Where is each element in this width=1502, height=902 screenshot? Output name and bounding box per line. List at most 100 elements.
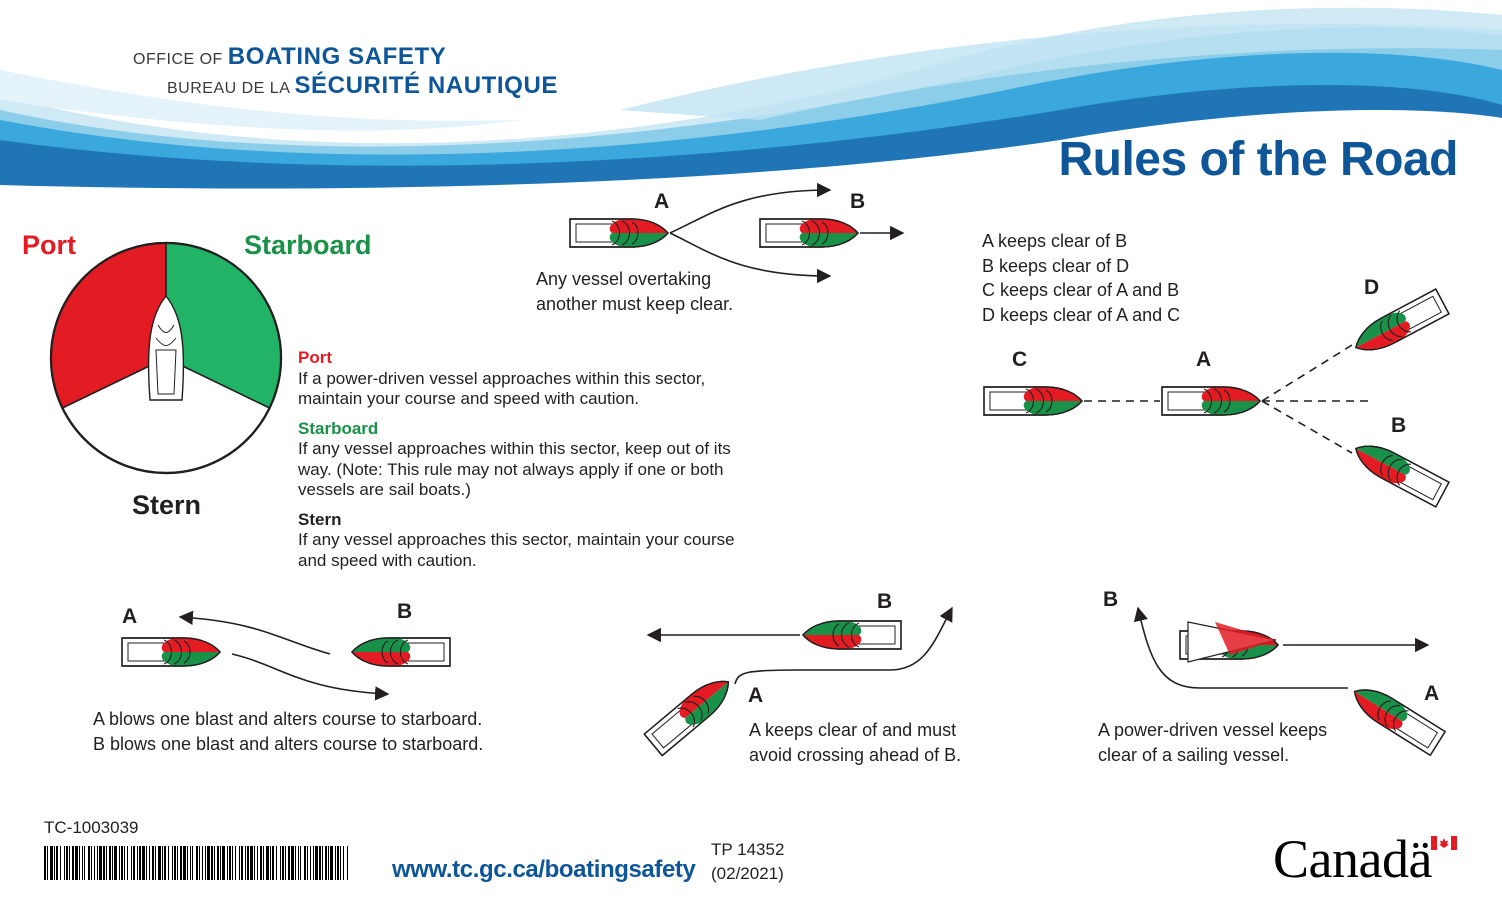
rule-text-starboard: If any vessel approaches within this sec… — [298, 439, 731, 499]
barcode-bar — [241, 846, 243, 880]
four-vessels-letter-a: A — [1196, 348, 1212, 371]
rule-heading-starboard: Starboard — [298, 418, 379, 438]
barcode-bar — [298, 846, 299, 880]
head-on-caption: A blows one blast and alters course to s… — [93, 709, 484, 754]
barcode-bar — [325, 846, 327, 880]
barcode-bar — [50, 846, 53, 880]
barcode-bar — [192, 846, 193, 880]
tp-number-block: TP 14352 (02/2021) — [711, 838, 784, 886]
barcode-bar — [44, 846, 46, 880]
head-on-letter-a: A — [122, 605, 138, 628]
four-vessels-diagram — [983, 288, 1450, 508]
barcode-bar — [84, 846, 85, 880]
overtaking-diagram — [569, 182, 905, 284]
four-vessels-letter-b: B — [1391, 414, 1407, 437]
barcode-bar — [162, 846, 163, 880]
barcode-bar — [168, 846, 169, 880]
barcode-bar — [272, 846, 274, 880]
barcode-bar — [211, 846, 213, 880]
barcode-bar — [239, 846, 240, 880]
barcode-bar — [337, 846, 339, 880]
overtaking-letter-b: B — [850, 190, 866, 213]
barcode-bar — [79, 846, 80, 880]
header-waves — [0, 0, 1502, 189]
barcode-bar — [60, 846, 61, 880]
barcode-bar — [307, 846, 308, 880]
barcode-bar — [137, 846, 138, 880]
barcode-bar — [66, 846, 68, 880]
office-name-en: BOATING SAFETY — [227, 43, 447, 70]
barcode-bar — [220, 846, 221, 880]
barcode-bar — [335, 846, 336, 880]
sailing-diagram — [1133, 606, 1446, 757]
barcode-bar — [304, 846, 306, 880]
barcode-bar — [260, 846, 262, 880]
barcode-bar — [282, 846, 284, 880]
barcode-bar — [187, 846, 188, 880]
barcode-bar — [47, 846, 48, 880]
barcode-bar — [88, 846, 90, 880]
barcode-bar — [172, 846, 173, 880]
rule-heading-stern: Stern — [298, 509, 342, 529]
barcode-bar — [315, 846, 318, 880]
barcode-bar — [291, 846, 294, 880]
four-vessels-letter-d: D — [1364, 276, 1380, 299]
barcode-bar — [330, 846, 333, 880]
barcode-bar — [250, 846, 253, 880]
office-name: OFFICE OF BOATING SAFETY BUREAU DE LA SÉ… — [133, 44, 558, 102]
office-prefix-fr: BUREAU DE LA — [167, 80, 290, 97]
barcode-bar — [124, 846, 125, 880]
office-prefix-en: OFFICE OF — [133, 51, 223, 68]
barcode-bar — [205, 846, 206, 880]
barcode-bar — [155, 846, 156, 880]
barcode-bar — [142, 846, 145, 880]
barcode-bar — [177, 846, 178, 880]
boating-safety-url-link[interactable]: www.tc.gc.ca/boatingsafety — [392, 856, 696, 883]
barcode-bar — [152, 846, 154, 880]
publication-date: (02/2021) — [711, 864, 784, 883]
barcode-bar — [56, 846, 58, 880]
barcode-bar — [180, 846, 182, 880]
tc-number: TC-1003039 — [44, 818, 139, 837]
barcode-bar — [164, 846, 166, 880]
barcode-bar — [217, 846, 219, 880]
sector-rules: Port If a power-driven vessel approaches… — [298, 348, 738, 580]
barcode-bar — [196, 846, 198, 880]
barcode-bar — [257, 846, 258, 880]
barcode-bar — [229, 846, 231, 880]
barcode-bar — [328, 846, 329, 880]
office-name-fr: SÉCURITÉ NAUTIQUE — [294, 72, 558, 99]
barcode-bar — [64, 846, 65, 880]
barcode-bar — [127, 846, 128, 880]
barcode-bar — [340, 846, 341, 880]
crossing-letter-b: B — [877, 590, 893, 613]
barcode-bar — [174, 846, 176, 880]
barcode-bar — [54, 846, 55, 880]
barcode-bar — [235, 846, 236, 880]
canada-wordmark: Canadä — [1273, 829, 1432, 889]
sailing-letter-b: B — [1103, 588, 1119, 611]
barcode-bar — [202, 846, 203, 880]
barcode-bar — [146, 846, 147, 880]
barcode-bar — [232, 846, 233, 880]
barcode-bar — [94, 846, 95, 880]
canada-flag-icon — [1431, 836, 1457, 850]
crossing-caption: A keeps clear of and must avoid crossing… — [749, 720, 962, 765]
barcode-bar — [114, 846, 117, 880]
rule-text-port: If a power-driven vessel approaches with… — [298, 368, 706, 409]
barcode-bar — [280, 846, 281, 880]
barcode-bar — [97, 846, 98, 880]
barcode-bar — [69, 846, 70, 880]
overtaking-letter-a: A — [654, 190, 670, 213]
rule-text-stern: If any vessel approaches this sector, ma… — [298, 530, 735, 570]
barcode-bar — [99, 846, 102, 880]
overtaking-caption: Any vessel overtaking another must keep … — [536, 269, 734, 314]
barcode-bar — [285, 846, 286, 880]
barcode — [44, 846, 348, 880]
barcode-bar — [266, 846, 269, 880]
barcode-bar — [190, 846, 191, 880]
barcode-bar — [263, 846, 264, 880]
barcode-bar — [310, 846, 311, 880]
barcode-bar — [322, 846, 323, 880]
